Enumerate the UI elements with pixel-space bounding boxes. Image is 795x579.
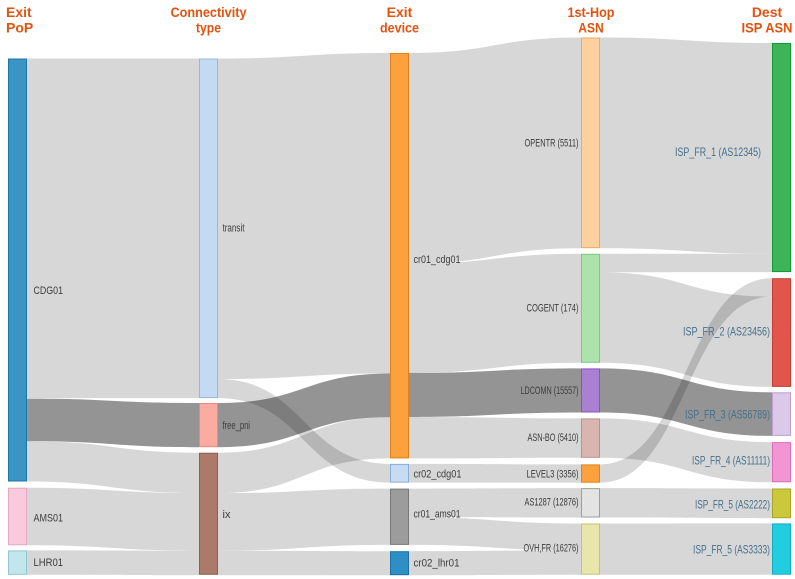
svg-text:cr02_cdg01: cr02_cdg01 <box>414 468 462 480</box>
svg-text:ISP_FR_3 (AS56789): ISP_FR_3 (AS56789) <box>685 407 770 421</box>
svg-text:ASN-BO (5410): ASN-BO (5410) <box>528 432 579 444</box>
svg-text:Connectivity: Connectivity <box>171 4 247 20</box>
svg-text:ASN: ASN <box>578 19 604 35</box>
svg-text:cr02_lhr01: cr02_lhr01 <box>414 557 460 569</box>
svg-text:OVH,FR (16276): OVH,FR (16276) <box>524 542 579 554</box>
svg-text:COGENT (174): COGENT (174) <box>527 302 579 314</box>
svg-text:ISP_FR_4 (AS11111): ISP_FR_4 (AS11111) <box>692 453 770 467</box>
svg-text:type: type <box>196 19 221 35</box>
svg-text:device: device <box>380 19 419 35</box>
svg-text:PoP: PoP <box>6 19 33 35</box>
svg-text:OPENTR (5511): OPENTR (5511) <box>525 137 579 149</box>
svg-text:CDG01: CDG01 <box>34 285 64 297</box>
svg-text:LHR01: LHR01 <box>34 557 64 569</box>
svg-text:cr01_ams01: cr01_ams01 <box>414 508 461 520</box>
svg-text:free_pni: free_pni <box>223 420 251 432</box>
svg-text:ISP_FR_5 (AS2222): ISP_FR_5 (AS2222) <box>695 497 770 511</box>
svg-text:ISP_FR_1 (AS12345): ISP_FR_1 (AS12345) <box>675 145 761 159</box>
svg-text:cr01_cdg01: cr01_cdg01 <box>414 254 461 266</box>
svg-text:transit: transit <box>223 222 245 234</box>
svg-text:ISP_FR_5 (AS3333): ISP_FR_5 (AS3333) <box>693 542 770 556</box>
svg-text:Dest: Dest <box>752 4 783 20</box>
svg-text:1st-Hop: 1st-Hop <box>568 4 615 20</box>
svg-text:AMS01: AMS01 <box>34 512 64 524</box>
svg-text:ix: ix <box>223 509 231 521</box>
svg-text:LEVEL3 (3356): LEVEL3 (3356) <box>527 468 579 480</box>
svg-text:ISP ASN: ISP ASN <box>742 19 793 35</box>
svg-text:Exit: Exit <box>6 4 32 20</box>
svg-text:AS1287 (12876): AS1287 (12876) <box>525 496 579 508</box>
svg-text:Exit: Exit <box>387 4 413 20</box>
svg-text:ISP_FR_2 (AS23456): ISP_FR_2 (AS23456) <box>683 324 770 338</box>
svg-text:LDCOMN (15557): LDCOMN (15557) <box>521 385 579 397</box>
